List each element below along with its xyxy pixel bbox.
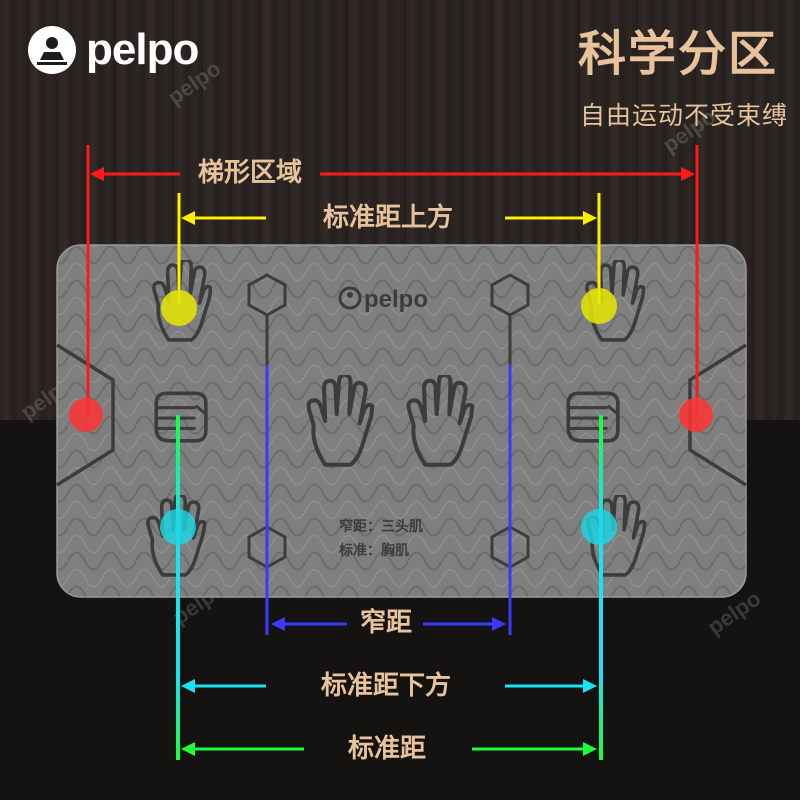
mat-logo-text: pelpo <box>364 286 428 313</box>
trapezoid-zone-marker <box>69 145 713 432</box>
standard-upper-zone-marker <box>161 193 617 326</box>
standard-zone-marker <box>181 742 597 756</box>
cyan-target-dot <box>160 509 196 545</box>
cyan-target-dot <box>581 509 617 545</box>
narrow-zone-label: 窄距 <box>359 608 413 638</box>
mat-logo: pelpo <box>338 286 428 313</box>
pelpo-logo-icon <box>28 26 76 74</box>
red-target-dot <box>679 398 713 432</box>
brand-logo: pelpo <box>26 24 199 76</box>
standard-lower-zone-marker <box>160 509 617 693</box>
brand-name: pelpo <box>86 25 199 74</box>
left-hexagon-outline <box>56 343 115 487</box>
standard-lower-zone-label: 标准距下方 <box>320 671 452 701</box>
mat-note-narrow: 窄距：三头肌 <box>339 518 423 535</box>
pushup-mat: pelpo 窄距：三头肌 标准：胸肌 <box>56 244 747 598</box>
standard-upper-zone-label: 标准距上方 <box>322 203 454 233</box>
mat-note-standard: 标准：胸肌 <box>338 542 409 559</box>
standard-zone-label: 标准距 <box>347 734 427 764</box>
yellow-target-dot <box>161 290 197 326</box>
headline: 科学分区 <box>577 26 778 82</box>
narrow-zone-marker <box>265 365 512 635</box>
subheadline: 自由运动不受束缚 <box>579 101 788 130</box>
trapezoid-zone-label: 梯形区域 <box>197 158 303 188</box>
yellow-target-dot <box>581 288 617 324</box>
red-target-dot <box>69 398 103 432</box>
